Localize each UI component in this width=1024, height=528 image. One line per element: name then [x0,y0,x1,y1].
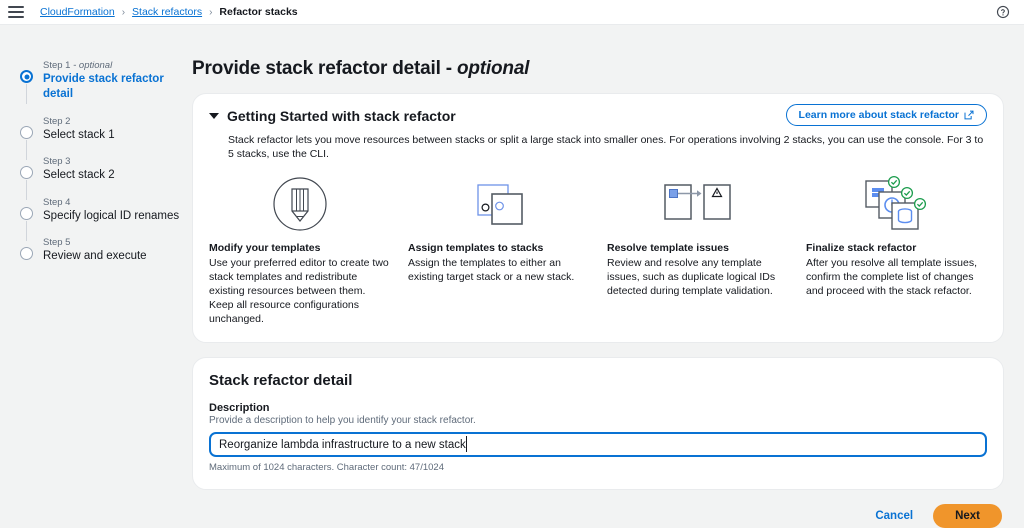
top-navigation-bar: CloudFormation › Stack refactors › Refac… [0,0,1024,25]
feature-modify-templates: Modify your templates Use your preferred… [209,173,390,326]
feature-illustration [806,173,987,235]
getting-started-intro: Stack refactor lets you move resources b… [228,134,984,160]
page-title-text: Provide stack refactor detail - [192,58,457,79]
next-button[interactable]: Next [933,504,1002,528]
sidebar-step-1[interactable]: Step 1 - optional Provide stack refactor… [20,59,192,104]
feature-body: Review and resolve any template issues, … [607,257,776,297]
sidebar-step-label-select-stack-1[interactable]: Select stack 1 [43,128,115,141]
feature-illustration [607,173,788,235]
step-connector-line [26,84,27,104]
breadcrumb-item-refactor-stacks: Refactor stacks [219,6,298,18]
step-number: Step 1 - optional [43,59,192,72]
breadcrumb-item-cloudformation[interactable]: CloudFormation [40,6,115,18]
feature-illustration [408,173,589,235]
feature-illustration [209,173,390,235]
learn-more-label: Learn more about stack refactor [798,109,959,121]
sidebar-step-4[interactable]: Step 4 Specify logical ID renames [20,196,192,241]
caret-down-icon[interactable] [209,113,219,119]
step-optional-text: - optional [70,60,113,71]
description-hint: Provide a description to help you identi… [209,415,476,426]
getting-started-title: Getting Started with stack refactor [227,108,456,124]
hamburger-menu-icon[interactable] [8,6,24,18]
feature-heading: Resolve template issues [607,242,729,254]
hamburger-bar [8,11,24,13]
page-body: Step 1 - optional Provide stack refactor… [0,25,1024,528]
feature-heading: Finalize stack refactor [806,242,917,254]
sidebar-step-label-logical-id-renames[interactable]: Specify logical ID renames [43,209,180,222]
feature-heading: Modify your templates [209,242,321,254]
step-number: Step 5 [43,237,71,248]
main-content: Provide stack refactor detail - optional… [192,25,1024,528]
description-label: Description [209,402,270,414]
step-number: Step 2 [43,115,71,127]
hamburger-bar [8,6,24,8]
breadcrumb: CloudFormation › Stack refactors › Refac… [40,6,298,18]
feature-resolve-issues: Resolve template issues Review and resol… [607,173,788,326]
step-indicator-icon [20,70,33,83]
sidebar-step-2[interactable]: Step 2 Select stack 1 [20,115,192,160]
step-connector-line [26,180,27,200]
feature-heading: Assign templates to stacks [408,242,544,254]
step-indicator-icon [20,125,33,139]
cancel-button[interactable]: Cancel [873,506,915,526]
getting-started-card: Getting Started with stack refactor Lear… [192,93,1004,343]
sidebar-step-label-review-execute[interactable]: Review and execute [43,250,147,262]
features-row: Modify your templates Use your preferred… [209,173,987,326]
getting-started-header: Getting Started with stack refactor Lear… [209,104,987,126]
sidebar-step-label-provide-detail[interactable]: Provide stack refactor detail [43,73,164,100]
feature-body: Assign the templates to either an existi… [408,257,575,283]
feature-finalize-refactor: Finalize stack refactor After you resolv… [806,173,987,326]
overlapping-templates-icon [476,184,523,225]
stack-refactor-detail-title: Stack refactor detail [209,372,353,389]
learn-more-button[interactable]: Learn more about stack refactor [785,104,987,126]
step-number: Step 3 [43,156,71,167]
feature-body: After you resolve all template issues, c… [806,257,977,297]
hamburger-bar [8,16,24,18]
step-number-text: Step 1 [43,60,71,71]
character-count: Maximum of 1024 characters. Character co… [209,462,444,473]
step-indicator-icon [20,206,33,220]
step-indicator-icon [20,166,33,179]
step-number: Step 4 [43,196,71,208]
two-documents-arrow-icon [663,184,731,220]
stack-refactor-detail-card: Stack refactor detail Description Provid… [192,357,1004,490]
page-title-optional: optional [456,58,530,79]
feature-body: Use your preferred editor to create two … [209,257,389,325]
breadcrumb-separator: › [209,6,213,18]
breadcrumb-item-stack-refactors[interactable]: Stack refactors [132,6,203,18]
wizard-steps-sidebar: Step 1 - optional Provide stack refactor… [0,25,192,423]
pencil-in-circle-icon [272,177,327,231]
text-cursor [466,436,467,452]
step-indicator-icon [20,247,33,260]
description-input[interactable] [209,432,987,457]
feature-assign-templates: Assign templates to stacks Assign the te… [408,173,589,326]
sidebar-step-label-select-stack-2[interactable]: Select stack 2 [43,169,115,181]
sidebar-step-5[interactable]: Step 5 Review and execute [20,236,192,264]
external-link-icon [964,110,974,120]
page-title: Provide stack refactor detail - optional [192,58,1004,80]
step-connector-line [26,220,27,241]
sidebar-step-3[interactable]: Step 3 Select stack 2 [20,155,192,200]
breadcrumb-separator: › [121,6,126,18]
help-circle-icon[interactable] [996,5,1010,19]
step-connector-line [26,139,27,160]
description-input-wrapper [209,432,987,457]
wizard-actions: Cancel Next [192,504,1004,528]
stacked-resources-check-icon [864,175,926,230]
